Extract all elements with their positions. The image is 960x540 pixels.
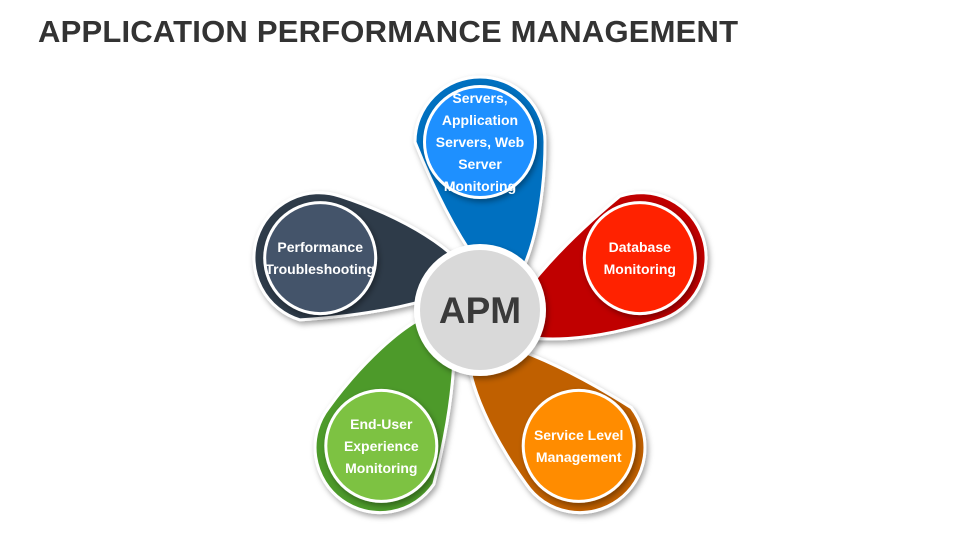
petal-label-enduser: End-User — [350, 416, 413, 432]
petal-label-servers: Monitoring — [444, 178, 516, 194]
center-hub: APM — [414, 244, 546, 376]
petal-label-performance: Performance — [277, 239, 363, 255]
petal-circle-performance — [266, 204, 375, 313]
petal-label-servers: Servers, Web — [436, 134, 524, 150]
petal-label-servers: Server — [458, 156, 502, 172]
center-label: APM — [439, 290, 521, 331]
petal-label-database: Monitoring — [604, 261, 676, 277]
petal-label-database: Database — [609, 239, 671, 255]
petal-label-servers: Application — [442, 112, 518, 128]
petal-label-servers: Servers, — [452, 90, 507, 106]
petal-circle-database — [585, 204, 694, 313]
petal-circle-enduser — [327, 391, 436, 500]
petal-label-service: Service Level — [534, 427, 624, 443]
petal-circle-servers — [426, 88, 534, 196]
petal-label-enduser: Experience — [344, 438, 419, 454]
page-title: APPLICATION PERFORMANCE MANAGEMENT — [38, 14, 739, 49]
petal-label-performance: Troubleshooting — [265, 261, 375, 277]
petal-label-service: Management — [536, 449, 622, 465]
petal-label-enduser: Monitoring — [345, 460, 417, 476]
petal-circle-service — [524, 391, 633, 500]
